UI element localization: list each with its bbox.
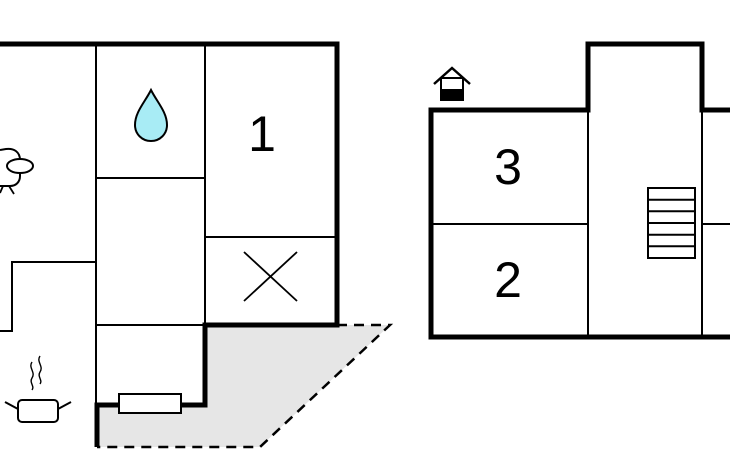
ground-floor-exterior-walls <box>0 41 340 447</box>
armchair-icon <box>0 147 34 195</box>
water-drop-icon <box>133 87 169 143</box>
upper-floor-exterior-walls <box>428 41 730 340</box>
room-label-3: 3 <box>494 139 522 195</box>
house-floor-icon <box>433 66 471 101</box>
radiator-icon <box>118 393 182 414</box>
room-label-1: 1 <box>248 106 276 162</box>
cross-mark-icon <box>243 251 298 302</box>
upper-floor: 3 2 <box>428 41 730 340</box>
upper-floor-interior-walls <box>431 110 730 337</box>
ground-floor-interior-walls <box>0 44 337 447</box>
ground-floor: 1 <box>0 41 394 449</box>
stairs-icon <box>647 187 696 259</box>
terrace <box>97 325 390 447</box>
cooking-pot-icon <box>4 355 72 423</box>
terrace-outline <box>97 323 394 449</box>
room-label-2: 2 <box>494 252 522 308</box>
